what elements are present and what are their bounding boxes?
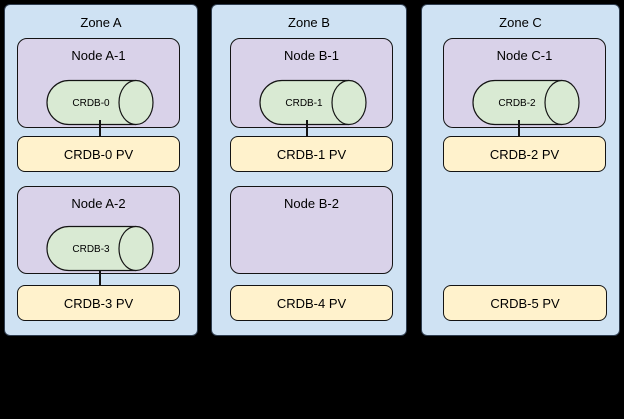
zone-c: Zone C Node C-1 CRDB-2 CRDB-2 PV CRDB-5 … xyxy=(421,4,620,336)
node-b1: Node B-1 CRDB-1 xyxy=(230,38,393,128)
node-a1-label: Node A-1 xyxy=(71,48,126,63)
connector-crdb1-to-pv xyxy=(306,120,308,137)
connector-crdb0-to-pv xyxy=(99,120,101,137)
pv-crdb-3: CRDB-3 PV xyxy=(17,285,180,321)
pv-crdb-1-label: CRDB-1 PV xyxy=(276,146,347,162)
pv-crdb-4-label: CRDB-4 PV xyxy=(276,295,347,311)
pv-crdb-2-label: CRDB-2 PV xyxy=(489,146,560,162)
crdb-0-cylinder-icon: CRDB-0 xyxy=(46,79,154,126)
pv-crdb-1: CRDB-1 PV xyxy=(230,136,393,172)
zone-a-title: Zone A xyxy=(80,15,122,30)
connector-crdb2-to-pv xyxy=(518,120,520,137)
pv-crdb-3-label: CRDB-3 PV xyxy=(63,295,134,311)
zone-c-title: Zone C xyxy=(499,15,542,30)
node-c1: Node C-1 CRDB-2 xyxy=(443,38,606,128)
node-b2: Node B-2 xyxy=(230,186,393,274)
pv-crdb-0: CRDB-0 PV xyxy=(17,136,180,172)
crdb-3-label: CRDB-3 xyxy=(72,244,110,255)
zone-b-title: Zone B xyxy=(288,15,330,30)
pv-crdb-4: CRDB-4 PV xyxy=(230,285,393,321)
crdb-3-cylinder-icon: CRDB-3 xyxy=(46,225,154,272)
connector-crdb3-to-pv xyxy=(99,270,101,286)
crdb-2-label: CRDB-2 xyxy=(498,98,536,109)
crdb-2-cylinder-icon: CRDB-2 xyxy=(472,79,580,126)
node-a2: Node A-2 CRDB-3 xyxy=(17,186,180,274)
pv-crdb-2: CRDB-2 PV xyxy=(443,136,606,172)
crdb-1-label: CRDB-1 xyxy=(285,98,323,109)
pv-crdb-0-label: CRDB-0 PV xyxy=(63,146,134,162)
crdb-0-label: CRDB-0 xyxy=(72,98,110,109)
node-b1-label: Node B-1 xyxy=(284,48,339,63)
pv-crdb-5-label: CRDB-5 PV xyxy=(490,295,560,311)
crdb-1-cylinder-icon: CRDB-1 xyxy=(259,79,367,126)
node-b2-label: Node B-2 xyxy=(284,196,339,211)
node-c1-label: Node C-1 xyxy=(496,48,553,63)
node-a1: Node A-1 CRDB-0 xyxy=(17,38,180,128)
pv-crdb-5: CRDB-5 PV xyxy=(443,285,607,321)
zone-b: Zone B Node B-1 CRDB-1 CRDB-1 PV Node B-… xyxy=(211,4,407,336)
node-a2-label: Node A-2 xyxy=(71,196,126,211)
zone-a: Zone A Node A-1 CRDB-0 CRDB-0 PV Node A-… xyxy=(4,4,198,336)
